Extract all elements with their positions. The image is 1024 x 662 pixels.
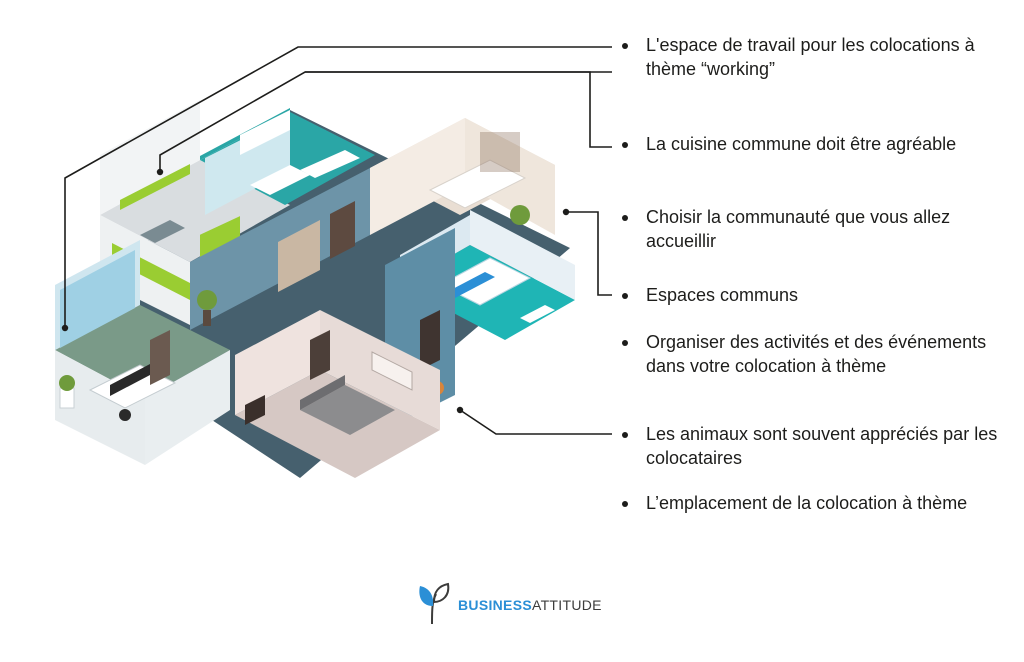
bedroom-top-right — [370, 118, 555, 235]
callout-text: L’emplacement de la colocation à thème — [646, 493, 968, 513]
logo-word-business: BUSINESS — [458, 597, 532, 613]
callout-kitchen: La cuisine commune doit être agréable — [622, 133, 1002, 157]
bullet-dot — [622, 142, 628, 148]
bullet-dot — [622, 340, 628, 346]
business-attitude-logo: BUSINESSATTITUDE — [412, 580, 612, 630]
office-room — [55, 240, 230, 465]
leader-lines — [64, 46, 612, 435]
hall-door — [278, 220, 320, 292]
bullet-dot — [622, 43, 628, 49]
callout-pets: Les animaux sont souvent appréciés par l… — [622, 423, 1002, 470]
plant-icon — [197, 290, 217, 310]
callout-common-spaces: Espaces communs — [622, 284, 1002, 308]
bullet-dot — [622, 293, 628, 299]
callout-activities: Organiser des activités et des événement… — [622, 331, 1002, 378]
callout-text: La cuisine commune doit être agréable — [646, 134, 957, 154]
leader-line-3 — [566, 211, 612, 296]
master-bedroom — [235, 310, 440, 478]
leader-dots — [61, 168, 570, 414]
callout-text: Les animaux sont souvent appréciés par l… — [646, 424, 998, 468]
callout-location: L’emplacement de la colocation à thème — [622, 492, 1002, 516]
callout-text: Espaces communs — [646, 285, 799, 305]
bullet-dot — [622, 501, 628, 507]
logo-word-attitude: ATTITUDE — [531, 597, 602, 613]
bullet-dot — [622, 432, 628, 438]
callout-workspace: L'espace de travail pour les colocations… — [622, 34, 1002, 81]
callout-text: Choisir la communauté que vous allez acc… — [646, 207, 951, 251]
logo-wordmark: BUSINESSATTITUDE — [458, 597, 602, 613]
callout-community: Choisir la communauté que vous allez acc… — [622, 206, 1002, 253]
leader-line-2b — [305, 71, 612, 148]
bullet-dot — [622, 215, 628, 221]
leader-line-6 — [459, 409, 612, 435]
leaf-icon — [419, 582, 450, 625]
callout-text: L'espace de travail pour les colocations… — [646, 35, 975, 79]
bathroom-room — [200, 108, 375, 215]
leader-line-1 — [64, 46, 612, 328]
callout-text: Organiser des activités et des événement… — [646, 332, 987, 376]
